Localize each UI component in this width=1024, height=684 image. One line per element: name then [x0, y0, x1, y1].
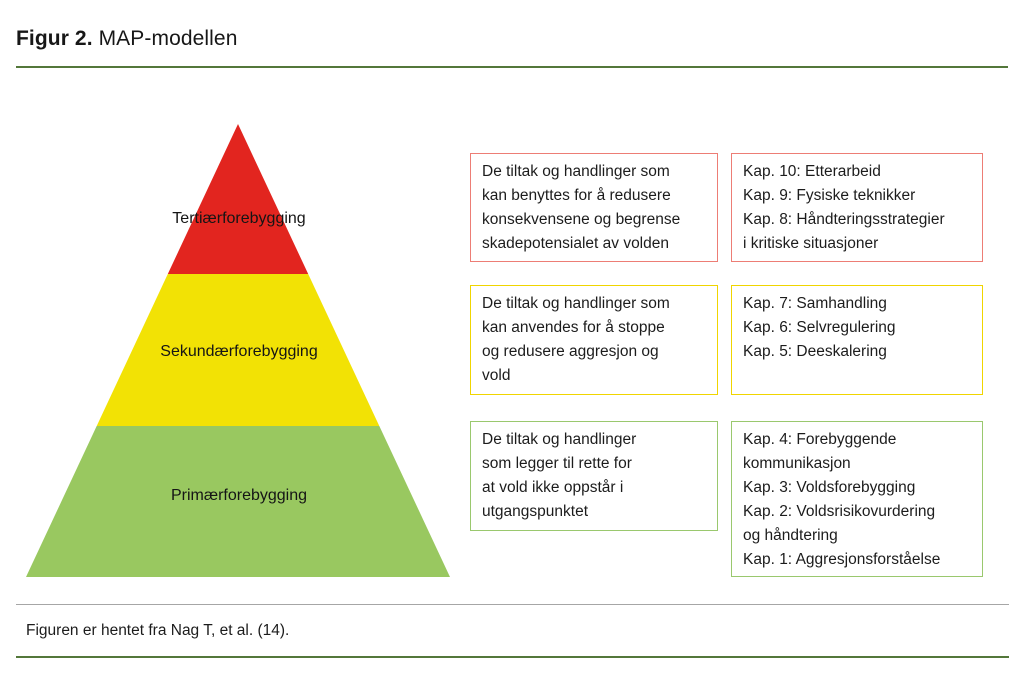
title-underline-rule: [16, 66, 1008, 68]
chapters-box-tertiary: Kap. 10: Etterarbeid Kap. 9: Fysiske tek…: [731, 153, 983, 262]
figure-number-label: Figur 2.: [16, 27, 93, 50]
pyramid-label-secondary: Sekundærforebygging: [160, 343, 317, 360]
description-box-secondary: De tiltak og handlinger som kan anvendes…: [470, 285, 718, 395]
pyramid-level-tertiary: [167, 124, 309, 274]
pyramid-label-tertiary: Tertiærforebygging: [172, 210, 305, 227]
chapters-box-primary: Kap. 4: Forebyggende kommunikasjon Kap. …: [731, 421, 983, 577]
pyramid-level-primary: [26, 426, 450, 577]
pyramid-label-primary: Primærforebygging: [171, 487, 307, 504]
figure-name-label: MAP-modellen: [92, 27, 238, 50]
pyramid-level-secondary: [96, 274, 380, 426]
footer-divider-rule: [16, 604, 1009, 605]
chapters-box-secondary: Kap. 7: Samhandling Kap. 6: Selvreguleri…: [731, 285, 983, 395]
description-box-primary: De tiltak og handlinger som legger til r…: [470, 421, 718, 531]
bottom-border-rule: [16, 656, 1009, 658]
prevention-pyramid: Tertiærforebygging Sekundærforebygging P…: [26, 124, 450, 577]
source-caption: Figuren er hentet fra Nag T, et al. (14)…: [26, 622, 290, 639]
figure-title: Figur 2. MAP-modellen: [16, 27, 238, 51]
description-box-tertiary: De tiltak og handlinger som kan benyttes…: [470, 153, 718, 262]
